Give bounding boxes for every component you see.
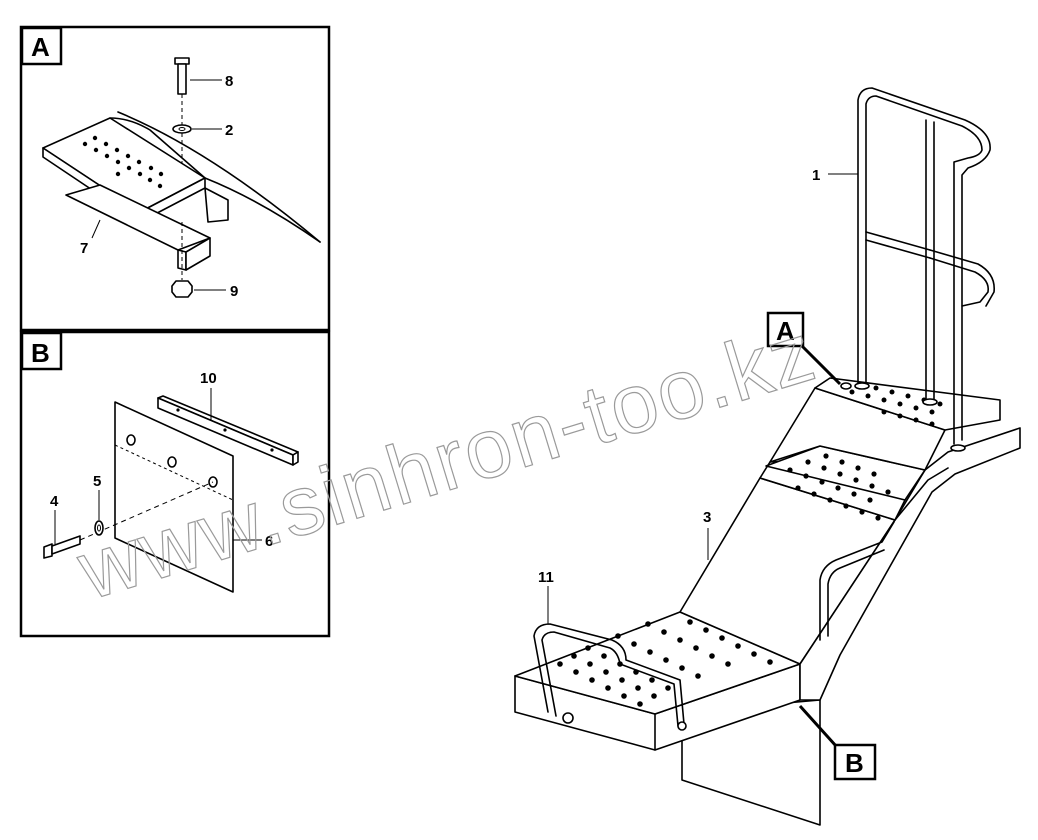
panel-a-letter: A xyxy=(31,32,50,62)
washer-5 xyxy=(94,520,104,536)
mud-flap-6 xyxy=(114,401,234,593)
upper-step-bolt xyxy=(840,382,852,390)
step-plate-holes xyxy=(82,135,164,189)
ramp-handrail xyxy=(819,521,895,641)
callout-9: 9 xyxy=(230,283,238,300)
detail-ref-b-letter: B xyxy=(845,748,864,778)
detail-ref-a-letter: A xyxy=(776,316,795,346)
detail-ref-a: A xyxy=(766,311,842,386)
middle-step xyxy=(759,445,926,521)
panel-b-letter: B xyxy=(31,338,50,368)
clamp-strip-10 xyxy=(157,395,299,466)
callout-5: 5 xyxy=(93,473,101,490)
detail-panel-b: B 10 4 xyxy=(19,330,331,638)
callout-2: 2 xyxy=(225,122,233,139)
detail-ref-b: B xyxy=(798,704,877,781)
bolt-8 xyxy=(174,57,190,128)
callout-8: 8 xyxy=(225,73,233,90)
main-handrail-1 xyxy=(854,87,995,452)
bolt-4 xyxy=(43,481,214,559)
callout-1: 1 xyxy=(812,167,820,184)
callout-11: 11 xyxy=(538,569,554,586)
detail-panel-a: A xyxy=(19,25,331,332)
callout-10: 10 xyxy=(200,370,217,387)
callout-3: 3 xyxy=(703,509,711,526)
callout-6: 6 xyxy=(265,533,273,550)
callout-4: 4 xyxy=(50,493,59,510)
washer-2 xyxy=(172,124,192,175)
assembly-callouts: 1 3 11 xyxy=(538,167,858,624)
plate-7 xyxy=(65,184,211,280)
nut-9 xyxy=(171,280,193,298)
step-assembly xyxy=(514,87,1021,826)
lower-step-holes xyxy=(557,619,773,707)
callout-7: 7 xyxy=(80,240,88,257)
middle-step-holes xyxy=(787,453,891,521)
front-handrail-11 xyxy=(533,623,687,731)
